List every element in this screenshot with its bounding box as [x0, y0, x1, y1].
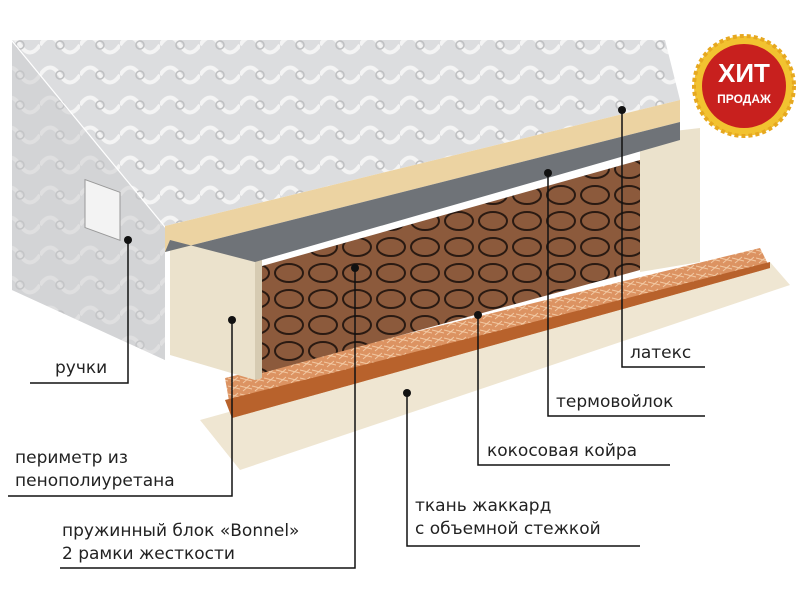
top-panel: [12, 40, 680, 226]
label-latex: латекс: [630, 343, 692, 363]
label-fabric-1: ткань жаккард: [415, 496, 552, 516]
leader-line-spring: [60, 268, 356, 569]
leader-dots: [124, 106, 626, 397]
label-fabric-2: с объемной стежкой: [415, 519, 601, 539]
label-spring-1: пружинный блок «Bonnel»: [62, 521, 300, 541]
coir-layer-edge: [225, 262, 770, 418]
hit-badge: ХИТ ПРОДАЖ: [694, 36, 794, 136]
leader-dot-coir: [474, 311, 482, 319]
label-handles: ручки: [55, 358, 108, 378]
leader-dot-fabric: [403, 389, 411, 397]
leader-line-latex: [621, 110, 705, 368]
leader-line-perimeter: [8, 320, 233, 497]
leader-dot-spring: [351, 264, 359, 272]
foam-perimeter-left: [170, 235, 255, 380]
label-coir: кокосовая койра: [487, 441, 638, 461]
leader-dot-latex: [618, 106, 626, 114]
foam-perimeter-left-edge: [255, 256, 262, 380]
leader-dot-handles: [124, 236, 132, 244]
leader-dot-perimeter: [228, 316, 236, 324]
badge-subtitle: ПРОДАЖ: [717, 92, 771, 106]
badge-circle: [702, 44, 786, 128]
felt-layer: [165, 122, 680, 262]
leader-line-coir: [477, 315, 670, 466]
label-perimeter-1: периметр из: [15, 448, 128, 468]
label-spring-2: 2 рамки жесткости: [62, 544, 235, 564]
foam-perimeter-right: [640, 128, 700, 272]
base-fabric: [200, 262, 790, 470]
label-felt: термовойлок: [556, 392, 674, 412]
label-perimeter-2: пенополиуретана: [15, 471, 175, 491]
handle: [84, 178, 121, 241]
latex-layer: [165, 100, 680, 252]
badge-title: ХИТ: [718, 58, 770, 88]
spring-block: [255, 160, 640, 375]
leader-line-fabric: [406, 393, 640, 547]
leader-lines: [8, 110, 705, 569]
leader-line-felt: [547, 173, 705, 417]
leader-dot-felt: [544, 169, 552, 177]
leader-line-handles: [30, 240, 129, 384]
